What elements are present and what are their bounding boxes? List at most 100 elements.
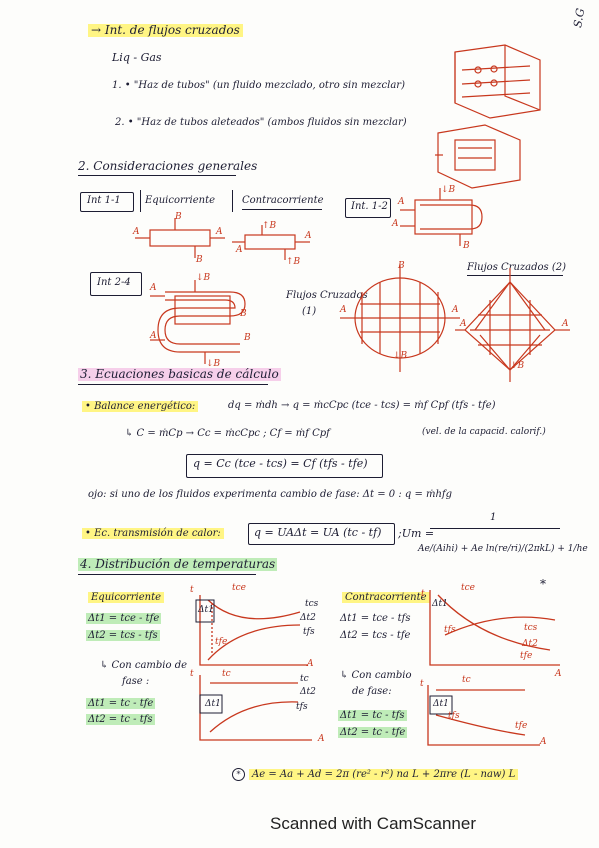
um-denominator: Ae/(Aihi) + Ae ln(re/ri)/(2πkL) + 1/he	[418, 544, 588, 554]
scanner-watermark: Scanned with CamScanner	[270, 814, 477, 833]
g3-tc: tc	[222, 669, 231, 679]
g1-dt2: Δt2	[300, 613, 316, 623]
capacity-definition: ↳ C = ṁCp → Cc = ṁcCpc ; Cf = ṁf Cpf	[125, 428, 330, 439]
g2-dt1: Δt1	[432, 599, 448, 609]
capacity-note: (vel. de la capacid. calorif.)	[422, 427, 546, 437]
sk4-a2: A	[150, 331, 157, 341]
cf2-dt1: Δt1 = tc - tfs	[338, 710, 407, 721]
star-circle-mark: *	[232, 768, 245, 781]
sk2-a2: A	[236, 245, 243, 255]
g2-a: A	[555, 669, 562, 679]
cf1-dt1: Δt1 = tc - tfe	[86, 698, 156, 709]
int11-box	[80, 192, 134, 212]
g1-dt1: Δt1	[198, 605, 214, 615]
g2-dt2: Δt2	[522, 639, 538, 649]
area-equation: Ae = Aa + Ad = 2π (re² - r²) na L + 2πre…	[249, 769, 519, 780]
g2-tce: tce	[461, 583, 475, 593]
sk2-a: A	[305, 231, 312, 241]
flujos-cruzados-2: Flujos Cruzados (2)	[467, 262, 567, 273]
g1-a: A	[307, 659, 314, 669]
g4-tc: tc	[462, 675, 471, 685]
sk1-b2: B	[196, 255, 203, 265]
sk3-b: ↓B	[441, 185, 456, 195]
g1-t: t	[190, 585, 194, 595]
flujos-cruzados-1: Flujos Cruzados	[286, 290, 368, 301]
equi-heading: Equicorriente	[88, 592, 165, 603]
phase-change-2b: de fase:	[352, 686, 392, 697]
phase-change-2a: ↳ Con cambio	[340, 670, 412, 681]
transmission-label: • Ec. transmisión de calor:	[82, 528, 224, 539]
g4-t: t	[420, 679, 424, 689]
sk5-b: B	[398, 261, 405, 271]
g3-a: A	[318, 734, 325, 744]
balance-label: • Balance energético:	[82, 401, 199, 412]
int24-box	[90, 272, 142, 296]
phase-change-1b: fase :	[122, 676, 150, 687]
equi-dt2: Δt2 = tcs - tfs	[86, 630, 160, 641]
sk5-a: A	[340, 305, 347, 315]
g3-dt2: Δt2	[300, 687, 316, 697]
transmission-equation: q = UAΔt = UA (tc - tf)	[254, 526, 382, 539]
boxed-equation-frame	[186, 454, 383, 478]
sk4-b2: B	[240, 309, 247, 319]
phase-change-1a: ↳ Con cambio de	[100, 660, 188, 671]
cf2-dt2: Δt2 = tc - tfe	[338, 727, 408, 738]
um-numerator: 1	[490, 512, 497, 523]
g3-tfs: tfs	[296, 702, 308, 712]
sk2-up: ↑B	[262, 221, 277, 231]
item-1: 1. • "Haz de tubos" (un fluido mezclado,…	[112, 80, 405, 91]
sk4-a: A	[150, 283, 157, 293]
flujos-cruzados-1-num: (1)	[302, 306, 317, 317]
g4-tfe: tfe	[515, 721, 528, 731]
g2-tcs: tcs	[524, 623, 538, 633]
int12-label: Int. 1-2	[351, 201, 388, 212]
g4-tfs: tfs	[448, 711, 460, 721]
section-3-title: 3. Ecuaciones basicas de cálculo	[78, 367, 281, 382]
g4-a: A	[540, 737, 547, 747]
sk5-a2: A	[452, 305, 459, 315]
contra-heading: Contracorriente	[342, 592, 430, 603]
g2-t: t	[421, 589, 425, 599]
g1-tfe: tfe	[215, 637, 228, 647]
sk3-a: A	[398, 197, 405, 207]
contracorriente-label: Contracorriente	[242, 195, 324, 206]
g1-tce: tce	[232, 583, 246, 593]
g3-tc2: tc	[300, 674, 309, 684]
balance-equation: dq = ṁdh → q = ṁcCpc (tce - tcs) = ṁf Cp…	[228, 400, 496, 411]
g1-tcs: tcs	[305, 599, 319, 609]
sk1-b: B	[175, 212, 182, 222]
g1-tfs: tfs	[303, 627, 315, 637]
contracorriente-underline	[242, 209, 322, 210]
sk3-a2: A	[392, 219, 399, 229]
sk1-a: A	[133, 227, 140, 237]
section-2-underline	[78, 175, 236, 176]
transmission-box	[248, 523, 395, 545]
sk6-a2: A	[562, 319, 569, 329]
divider-1	[140, 190, 141, 212]
sk6-b: ↓B	[510, 361, 525, 371]
sk1-a2: A	[216, 227, 223, 237]
star-mark: *	[540, 577, 546, 591]
item-2: 2. • "Haz de tubos aleteados" (ambos flu…	[115, 117, 407, 128]
equi-dt1: Δt1 = tce - tfe	[86, 613, 162, 624]
contra-dt1: Δt1 = tce - tfs	[340, 613, 411, 624]
cf1-dt2: Δt2 = tc - tfs	[86, 714, 155, 725]
sk3-b2: B	[463, 241, 470, 251]
g3-dt1: Δt1	[205, 699, 221, 709]
contra-dt2: Δt2 = tcs - tfe	[340, 630, 411, 641]
g3-t: t	[190, 669, 194, 679]
boxed-equation: q = Cc (tce - tcs) = Cf (tfs - tfe)	[193, 457, 368, 470]
g4-dt1: Δt1	[433, 699, 449, 709]
sk4-b4: ↓B	[206, 359, 221, 369]
g2-tfs: tfs	[444, 625, 456, 635]
divider-2	[232, 190, 233, 212]
g2-tfe: tfe	[520, 651, 533, 661]
equicorriente-label: Equicorriente	[145, 195, 216, 206]
sk2-b: ↑B	[286, 257, 301, 267]
heading-cross-flow: → Int. de flujos cruzados	[88, 23, 243, 38]
